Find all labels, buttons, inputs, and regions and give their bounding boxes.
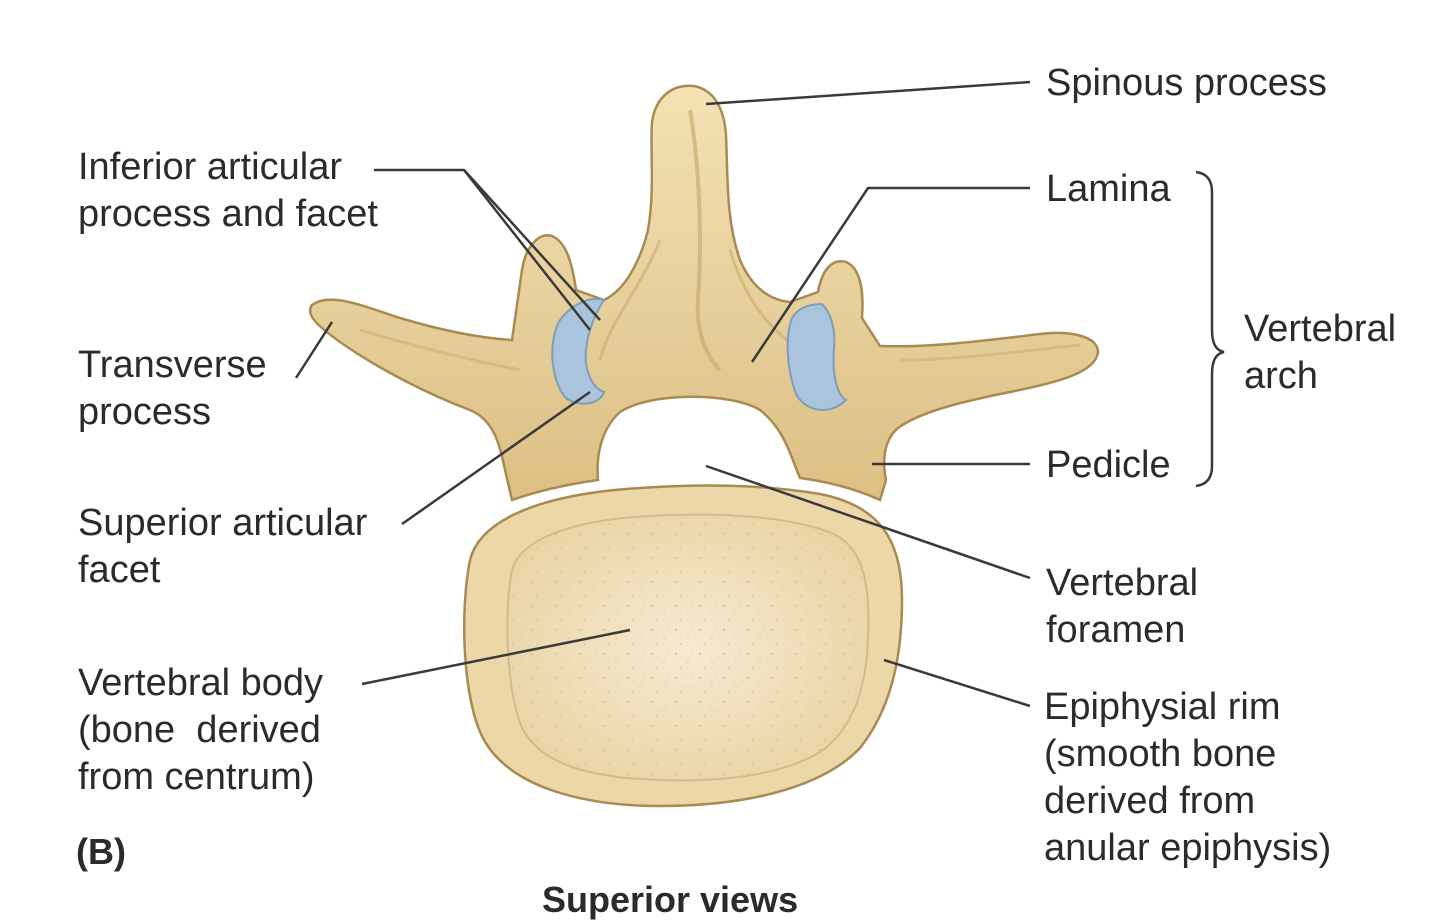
label-inferior-articular-line1: Inferior articular: [78, 146, 342, 188]
vertebral-body-shape: [462, 484, 904, 808]
label-superior-articular: Superior articular facet: [78, 500, 367, 594]
label-vertebral-foramen-line2: foramen: [1046, 609, 1186, 651]
label-vertebral-arch-line1: Vertebral: [1244, 308, 1397, 350]
label-vertebral-foramen-line1: Vertebral: [1046, 562, 1199, 604]
label-vertebral-body-line3: from centrum): [78, 756, 315, 798]
label-epiphysial-rim-line1: Epiphysial rim: [1044, 686, 1281, 728]
label-vertebral-body-line2: (bone derived: [78, 709, 321, 751]
label-vertebral-body-line1: Vertebral body: [78, 662, 324, 704]
leader-inferior-articular-b: [463, 169, 601, 321]
label-vertebral-body: Vertebral body (bone derived from centru…: [78, 660, 323, 801]
vertebral-arch-shape: [309, 84, 1100, 502]
panel-letter: (B): [76, 831, 126, 872]
label-inferior-articular-line2: process and facet: [78, 193, 378, 235]
label-pedicle: Pedicle: [1046, 444, 1171, 486]
label-epiphysial-rim-line2: (smooth bone: [1044, 733, 1277, 775]
label-inferior-articular: Inferior articular process and facet: [78, 144, 378, 238]
leader-lamina: [750, 186, 1030, 363]
label-transverse-process: Transverse process: [78, 342, 267, 436]
leader-lines: [294, 80, 1225, 708]
label-vertebral-arch: Vertebral arch: [1244, 306, 1396, 400]
leader-spinous-process: [705, 80, 1031, 106]
label-epiphysial-rim-line4: anular epiphysis): [1044, 827, 1332, 869]
label-spinous-process: Spinous process: [1046, 62, 1327, 104]
leader-vertebral-body: [361, 628, 631, 686]
label-vertebral-arch-line2: arch: [1244, 355, 1318, 397]
leader-vertebral-foramen: [705, 464, 1031, 580]
label-transverse-process-line1: Transverse: [78, 344, 267, 386]
vertebral-arch-brace: [1195, 170, 1225, 488]
label-epiphysial-rim-line3: derived from: [1044, 780, 1256, 822]
label-superior-articular-line2: facet: [78, 549, 161, 591]
label-transverse-process-line2: process: [78, 391, 212, 433]
leader-transverse-process: [294, 321, 334, 379]
label-superior-articular-line1: Superior articular: [78, 502, 368, 544]
leader-epiphysial-rim: [883, 658, 1031, 708]
label-epiphysial-rim: Epiphysial rim (smooth bone derived from…: [1044, 684, 1331, 872]
leader-superior-articular: [401, 390, 591, 526]
label-lamina: Lamina: [1046, 168, 1171, 210]
articular-facets: [551, 298, 848, 412]
figure-caption: Superior views: [542, 879, 799, 920]
label-vertebral-foramen: Vertebral foramen: [1046, 560, 1198, 654]
